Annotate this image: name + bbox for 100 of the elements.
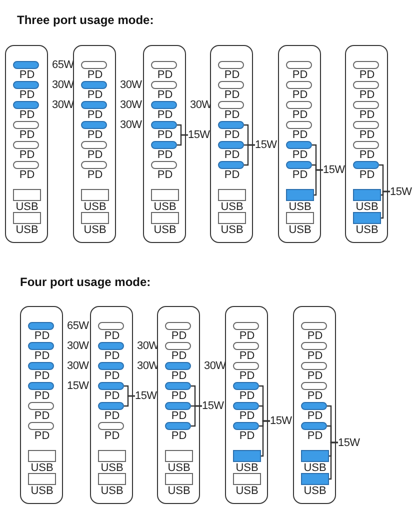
- wattage-label: 15W: [390, 186, 412, 198]
- port-label: PD: [103, 351, 121, 362]
- port-label: PD: [238, 351, 256, 362]
- bracket-line: [244, 144, 255, 166]
- wattage-label: 65W: [52, 59, 74, 71]
- port-label: PD: [156, 170, 174, 181]
- port-label: USB: [14, 202, 40, 213]
- port-label: PD: [156, 110, 174, 121]
- port-label: PD: [291, 90, 309, 101]
- port-label: PD: [238, 411, 256, 422]
- wattage-label: 15W: [202, 400, 224, 412]
- port-label: PD: [33, 391, 51, 402]
- wattage-label: 15W: [323, 164, 345, 176]
- port-label: USB: [14, 225, 40, 236]
- port-label: PD: [223, 170, 241, 181]
- bracket-line: [381, 190, 390, 219]
- wattage-label: 30W: [67, 360, 89, 372]
- port-label: USB: [30, 463, 54, 474]
- port-label: PD: [306, 371, 324, 382]
- port-label: PD: [358, 150, 376, 161]
- wattage-label: 30W: [52, 99, 74, 111]
- port-label: USB: [82, 225, 108, 236]
- port-label: USB: [152, 202, 178, 213]
- wattage-label: 30W: [120, 99, 142, 111]
- port-label: PD: [170, 371, 188, 382]
- wattage-label: 15W: [135, 390, 157, 402]
- charger-body: [345, 45, 388, 243]
- port-label: PD: [103, 431, 121, 442]
- port-label: USB: [166, 486, 192, 497]
- port-label: PD: [291, 150, 309, 161]
- port-label: USB: [302, 486, 328, 497]
- port-label: PD: [306, 411, 324, 422]
- port-label: PD: [170, 331, 188, 342]
- port-label: PD: [223, 110, 241, 121]
- port-label: PD: [156, 150, 174, 161]
- bracket-line: [191, 405, 202, 427]
- wattage-label: 30W: [52, 79, 74, 91]
- port-label: PD: [358, 70, 376, 81]
- port-label: PD: [291, 170, 309, 181]
- bracket-line: [329, 442, 338, 480]
- port-label: PD: [18, 70, 36, 81]
- port-label: PD: [223, 150, 241, 161]
- port-label: PD: [358, 130, 376, 141]
- bracket-line: [314, 169, 323, 196]
- port-label: PD: [86, 110, 104, 121]
- port-label: PD: [33, 331, 51, 342]
- bracket-line: [124, 395, 135, 407]
- port-label: PD: [238, 331, 256, 342]
- port-label: USB: [166, 463, 192, 474]
- wattage-label: 15W: [188, 129, 210, 141]
- port-label: USB: [234, 486, 260, 497]
- port-label: PD: [33, 371, 51, 382]
- port-label: PD: [291, 70, 309, 81]
- port-label: USB: [354, 202, 380, 213]
- port-label: PD: [358, 90, 376, 101]
- port-label: PD: [156, 70, 174, 81]
- wattage-label: 30W: [120, 119, 142, 131]
- port-label: PD: [103, 331, 121, 342]
- port-label: PD: [18, 110, 36, 121]
- port-label: USB: [152, 225, 178, 236]
- port-label: PD: [306, 351, 324, 362]
- port-label: PD: [103, 371, 121, 382]
- port-label: PD: [86, 90, 104, 101]
- port-label: PD: [358, 170, 376, 181]
- wattage-label: 15W: [270, 415, 292, 427]
- port-label: PD: [238, 431, 256, 442]
- port-label: PD: [86, 170, 104, 181]
- wattage-label: 65W: [67, 320, 89, 332]
- port-label: PD: [156, 90, 174, 101]
- port-label: USB: [288, 202, 312, 213]
- port-label: USB: [220, 225, 244, 236]
- port-label: PD: [18, 90, 36, 101]
- port-label: PD: [306, 391, 324, 402]
- port-label: PD: [103, 391, 121, 402]
- charger-body: [210, 45, 253, 243]
- wattage-label: 15W: [255, 139, 277, 151]
- port-label: PD: [86, 70, 104, 81]
- charger-body: [293, 306, 336, 504]
- port-label: USB: [288, 225, 312, 236]
- charger-body: [278, 45, 321, 243]
- port-label: USB: [234, 463, 260, 474]
- wattage-label: 30W: [120, 79, 142, 91]
- port-label: PD: [33, 351, 51, 362]
- port-label: USB: [100, 463, 124, 474]
- section-heading: Three port usage mode:: [17, 13, 154, 27]
- port-label: PD: [223, 130, 241, 141]
- wattage-label: 30W: [204, 360, 226, 372]
- port-label: PD: [33, 431, 51, 442]
- port-label: PD: [223, 70, 241, 81]
- port-label: PD: [18, 170, 36, 181]
- port-label: USB: [354, 225, 380, 236]
- port-label: PD: [238, 391, 256, 402]
- port-label: PD: [33, 411, 51, 422]
- port-label: USB: [220, 202, 244, 213]
- wattage-label: 30W: [67, 340, 89, 352]
- port-label: PD: [18, 130, 36, 141]
- port-label: PD: [156, 130, 174, 141]
- charger-body: [225, 306, 268, 504]
- bracket-line: [261, 420, 270, 457]
- section-heading: Four port usage mode:: [20, 275, 151, 289]
